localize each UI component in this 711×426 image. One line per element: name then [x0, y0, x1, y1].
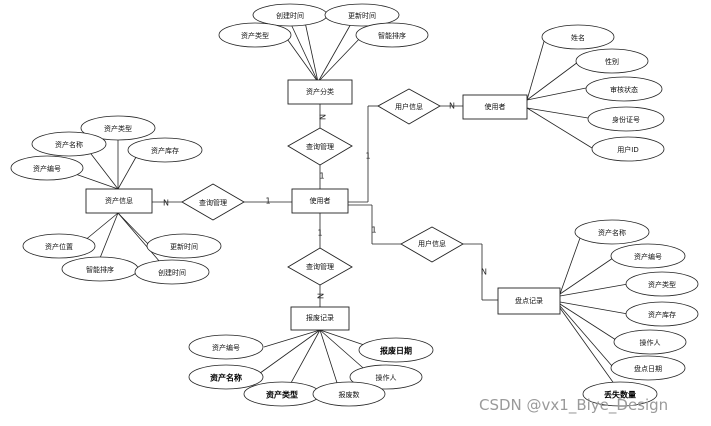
card-1-user-left: 1	[265, 197, 270, 206]
card-1-user-bottom: 1	[317, 229, 322, 238]
attr-asset-created: 创建时间	[158, 268, 186, 277]
entity-user: 使用者	[310, 196, 331, 205]
attr-stock-lost: 丢失数量	[604, 390, 636, 400]
csdn-watermark: CSDN @vx1_Biye_Design	[479, 396, 668, 415]
attr-stock-date: 盘点日期	[634, 364, 662, 373]
attr-stock-inventory: 资产库存	[648, 310, 676, 319]
rel-query-top: 查询管理	[306, 142, 334, 151]
attr-asset-stock: 资产库存	[151, 146, 179, 155]
entity-asset-info: 资产信息	[105, 196, 133, 205]
attr-scrap-name: 资产名称	[210, 373, 242, 383]
attr-stock-type: 资产类型	[648, 280, 676, 289]
card-n-category: N	[318, 114, 327, 120]
attr-scrap-code: 资产编号	[212, 343, 240, 352]
attr-operator-status: 审核状态	[610, 85, 638, 94]
attr-operator-name: 姓名	[571, 33, 585, 42]
attr-scrap-date: 报废日期	[380, 346, 412, 356]
card-1-user-top: 1	[319, 172, 324, 181]
entity-stocktake-record: 盘点记录	[515, 296, 543, 305]
attr-scrap-count: 报废数	[339, 390, 360, 399]
entity-operator-user: 使用者	[485, 102, 506, 111]
attr-asset-name: 资产名称	[55, 140, 83, 149]
entity-asset-category: 资产分类	[306, 87, 334, 96]
rel-userinfo-upper: 用户信息	[395, 102, 423, 111]
attr-category-created: 创建时间	[276, 11, 304, 20]
card-1-user-upper: 1	[365, 152, 370, 161]
entity-scrap-record: 报废记录	[306, 313, 334, 322]
attr-category-type: 资产类型	[241, 31, 269, 40]
attr-asset-code: 资产编号	[33, 164, 61, 173]
attr-asset-updated: 更新时间	[170, 242, 198, 251]
attr-stock-name: 资产名称	[598, 228, 626, 237]
attr-category-updated: 更新时间	[348, 11, 376, 20]
attr-stock-code: 资产编号	[634, 252, 662, 261]
card-n-stocktake: N	[481, 268, 487, 277]
attr-scrap-type: 资产类型	[266, 390, 298, 400]
attr-asset-type: 资产类型	[104, 124, 132, 133]
attr-asset-location: 资产位置	[45, 242, 73, 251]
card-n-scrap: N	[316, 293, 325, 299]
attr-asset-sort: 智能排序	[86, 265, 114, 274]
rel-query-left: 查询管理	[199, 198, 227, 207]
attr-category-sort: 智能排序	[378, 31, 406, 40]
card-n-operator: N	[449, 102, 455, 111]
attr-scrap-operator: 操作人	[376, 373, 397, 382]
card-n-asset: N	[163, 199, 169, 208]
card-1-user-lower: 1	[371, 226, 376, 235]
rel-userinfo-lower: 用户信息	[418, 239, 446, 248]
rel-query-bottom: 查询管理	[306, 262, 334, 271]
attr-operator-userid: 用户ID	[617, 145, 638, 154]
attr-stock-operator: 操作人	[640, 338, 661, 347]
attr-operator-idcard: 身份证号	[612, 115, 640, 124]
attr-operator-gender: 性别	[605, 57, 619, 66]
